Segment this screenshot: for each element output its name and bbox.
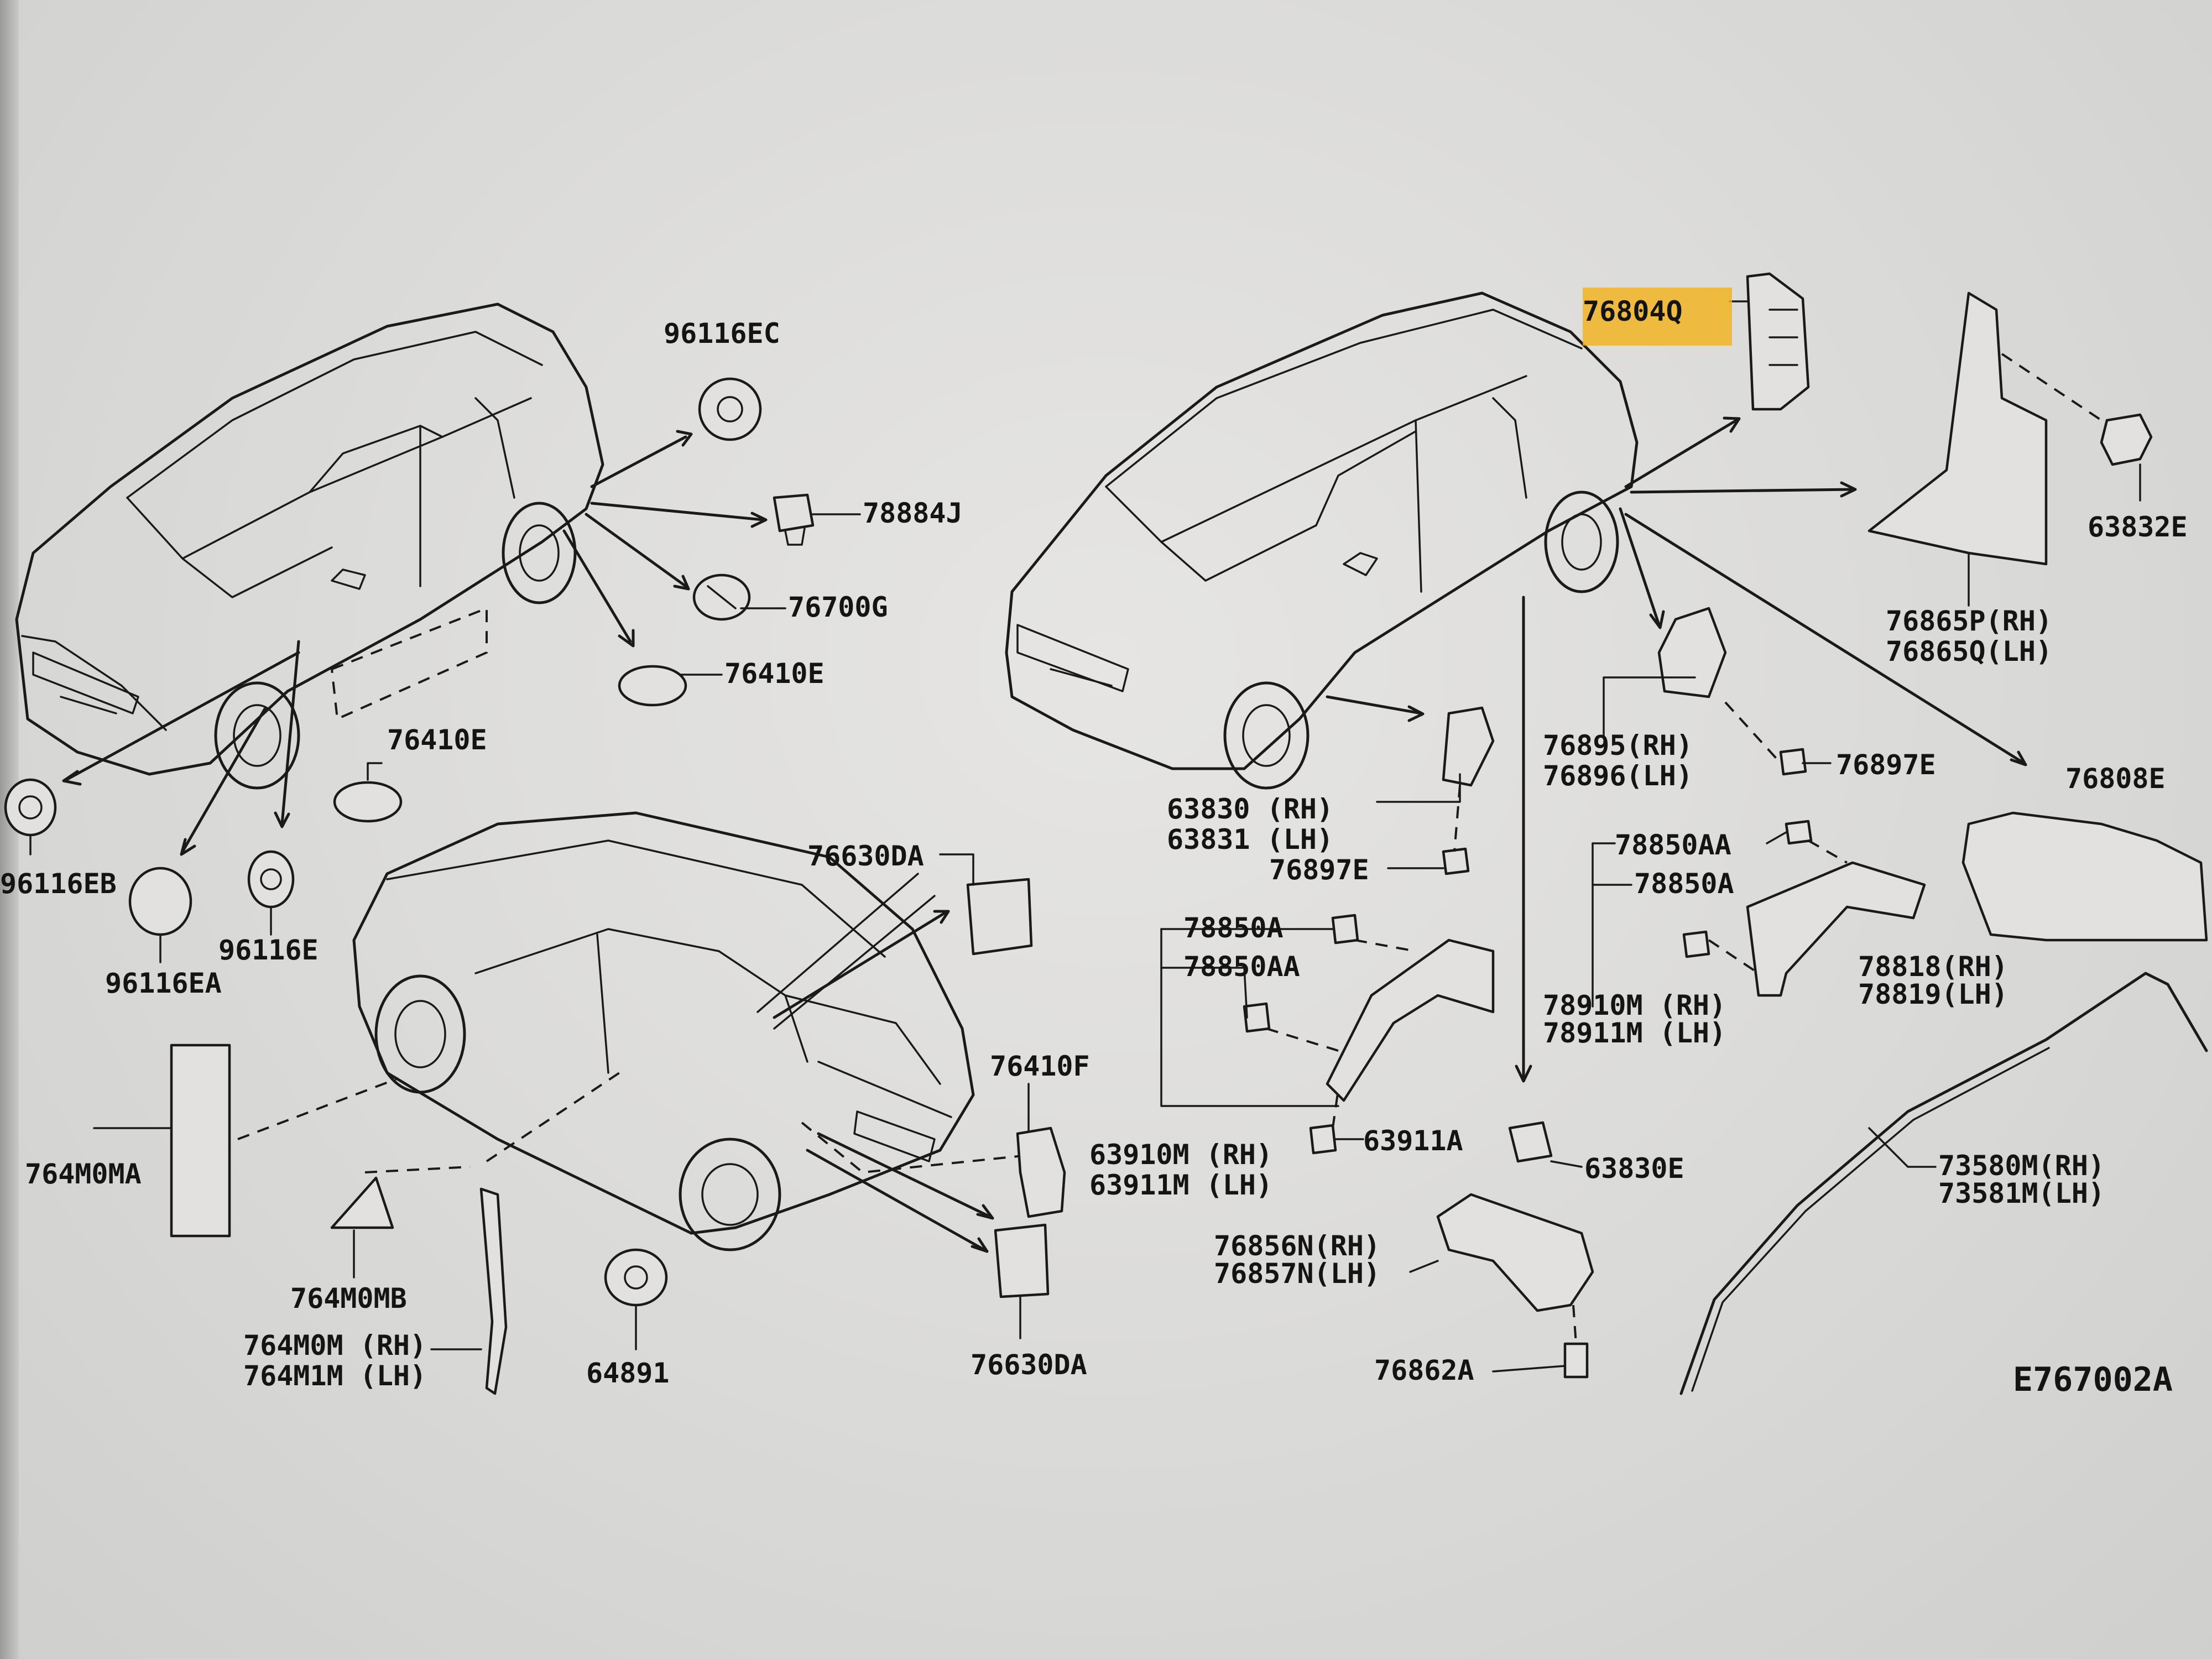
- label-78850A-right: 78850A: [1634, 868, 1734, 900]
- label-76804Q: 76804Q: [1583, 295, 1683, 327]
- label-63910M: 63910M (RH): [1089, 1139, 1272, 1171]
- label-764M0MA: 764M0MA: [25, 1158, 142, 1190]
- label-96116EB: 96116EB: [0, 868, 117, 900]
- label-64891: 64891: [586, 1357, 670, 1389]
- label-63911A: 63911A: [1363, 1125, 1463, 1157]
- label-63831: 63831 (LH): [1167, 823, 1333, 855]
- vehicle-front-view-left: [15, 302, 604, 790]
- label-96116EC: 96116EC: [664, 317, 780, 349]
- label-764M0M: 764M0M (RH): [243, 1329, 426, 1361]
- label-78850A-left: 78850A: [1183, 912, 1284, 944]
- label-76410F: 76410F: [990, 1050, 1090, 1082]
- label-73581M: 73581M(LH): [1938, 1177, 2105, 1209]
- label-76897E-left: 76897E: [1269, 854, 1369, 886]
- label-78884J: 78884J: [863, 497, 963, 529]
- label-63911M: 63911M (LH): [1089, 1169, 1272, 1201]
- label-76630DA-bottom: 76630DA: [971, 1349, 1087, 1381]
- leader-lines: [29, 300, 2141, 1373]
- part-shapes: [4, 272, 2208, 1395]
- label-764M1M: 764M1M (LH): [243, 1360, 426, 1392]
- label-96116E: 96116E: [218, 934, 319, 966]
- leader-arrows: [62, 416, 2027, 1253]
- label-76897E-right: 76897E: [1836, 749, 1936, 781]
- label-76895: 76895(RH): [1543, 729, 1693, 761]
- vehicle-rear-view: [352, 811, 975, 1251]
- label-76865Q: 76865Q(LH): [1886, 635, 2052, 667]
- label-78850AA-right: 78850AA: [1615, 829, 1731, 861]
- label-76410E-left: 76410E: [387, 724, 487, 756]
- diagram-code: E767002A: [2013, 1360, 2173, 1399]
- label-76700G: 76700G: [788, 591, 888, 623]
- label-76857N: 76857N(LH): [1214, 1258, 1380, 1290]
- label-63832E: 63832E: [2088, 511, 2188, 543]
- vehicle-front-view-right: [1005, 291, 1639, 790]
- label-63830E: 63830E: [1584, 1152, 1684, 1185]
- label-76808E: 76808E: [2065, 763, 2166, 795]
- label-96116EA: 96116EA: [105, 967, 222, 999]
- label-78850AA-left: 78850AA: [1183, 951, 1300, 983]
- label-76862A: 76862A: [1374, 1354, 1474, 1386]
- part-labels: 96116EC 78884J 76700G 76410E 76410E 9611…: [0, 295, 2188, 1399]
- label-78819: 78819(LH): [1858, 978, 2008, 1010]
- label-78818: 78818(RH): [1858, 951, 2008, 983]
- label-764M0MB: 764M0MB: [290, 1282, 407, 1314]
- label-73580M: 73580M(RH): [1938, 1150, 2105, 1182]
- label-78910M: 78910M (RH): [1543, 989, 1726, 1021]
- highlight-marker: [1583, 288, 1732, 346]
- label-76410E-right: 76410E: [724, 658, 825, 690]
- label-76896: 76896(LH): [1543, 760, 1693, 792]
- label-76630DA-top: 76630DA: [807, 840, 924, 872]
- label-76865P: 76865P(RH): [1886, 605, 2052, 637]
- label-76856N: 76856N(RH): [1214, 1230, 1380, 1262]
- label-63830: 63830 (RH): [1167, 793, 1333, 825]
- label-78911M: 78911M (LH): [1543, 1017, 1726, 1049]
